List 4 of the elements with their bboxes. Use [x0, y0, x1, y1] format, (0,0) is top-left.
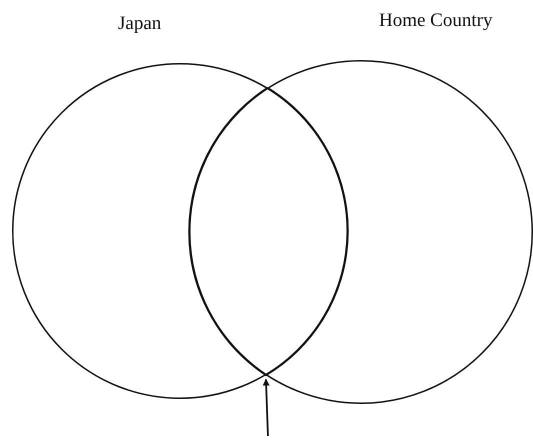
circle-heading: Japan: [118, 13, 162, 35]
circle-heading: Home Country: [379, 10, 492, 32]
overlap-region: [188, 87, 349, 376]
arrow: [262, 378, 270, 436]
